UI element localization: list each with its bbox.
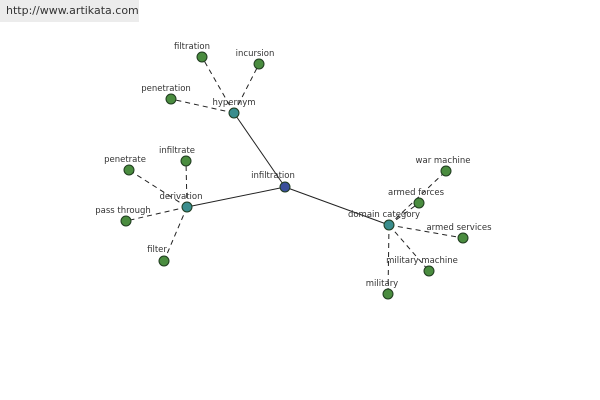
edge-derivation-infiltrate [185,160,188,208]
edge-domain-category-military [387,224,390,295]
leaf-label-military[interactable]: military [366,279,398,289]
leaf-node-filtration[interactable] [196,51,208,63]
edge-center-derivation [186,186,286,208]
edge-domain-category-military-machine [388,224,430,272]
edge-center-domain-category [284,186,390,226]
leaf-node-armed-services[interactable] [457,232,469,244]
leaf-label-war-machine[interactable]: war machine [416,156,471,166]
center-node-infiltration[interactable] [279,181,291,193]
edge-derivation-filter [163,206,188,262]
leaf-label-penetration[interactable]: penetration [141,84,191,94]
edge-hypernym-penetration [170,98,235,114]
labels-layer: filtration incursion penetration hypernym pe… [95,42,492,289]
category-label-domain-category[interactable]: domain category [348,210,420,220]
leaf-label-incursion[interactable]: incursion [236,49,275,59]
leaf-node-filter[interactable] [158,255,170,267]
category-node-derivation[interactable] [181,201,193,213]
leaf-label-filter[interactable]: filter [147,245,167,255]
leaf-node-armed-forces[interactable] [413,197,425,209]
nodes-layer [120,51,469,300]
center-label-infiltration[interactable]: infiltration [251,171,295,181]
category-label-derivation[interactable]: derivation [159,192,202,202]
edge-hypernym-incursion [233,63,260,114]
edge-derivation-penetrate [128,169,188,208]
leaf-label-armed-services[interactable]: armed services [426,223,492,233]
leaf-node-incursion[interactable] [253,58,265,70]
leaf-node-infiltrate[interactable] [180,155,192,167]
category-label-hypernym[interactable]: hypernym [212,98,255,108]
edge-domain-category-armed-services [388,224,464,239]
edge-domain-category-armed-forces [388,202,420,226]
leaf-node-penetration[interactable] [165,93,177,105]
leaf-node-war-machine[interactable] [440,165,452,177]
leaf-label-infiltrate[interactable]: infiltrate [159,146,195,156]
leaf-label-military-machine[interactable]: military machine [386,256,458,266]
leaf-node-penetrate[interactable] [123,164,135,176]
leaf-label-filtration[interactable]: filtration [174,42,210,52]
category-node-hypernym[interactable] [228,107,240,119]
edge-hypernym-filtration [201,56,235,114]
url-label[interactable]: http://www.artikata.com [0,0,139,22]
leaf-label-pass-through[interactable]: pass through [95,206,151,216]
leaf-node-military[interactable] [382,288,394,300]
category-node-domain-category[interactable] [383,219,395,231]
edge-center-hypernym [233,112,286,188]
leaf-node-military-machine[interactable] [423,265,435,277]
leaf-node-pass-through[interactable] [120,215,132,227]
leaf-label-armed-forces[interactable]: armed forces [388,188,445,198]
edge-derivation-pass-through [125,206,188,222]
leaf-label-penetrate[interactable]: penetrate [104,155,146,165]
